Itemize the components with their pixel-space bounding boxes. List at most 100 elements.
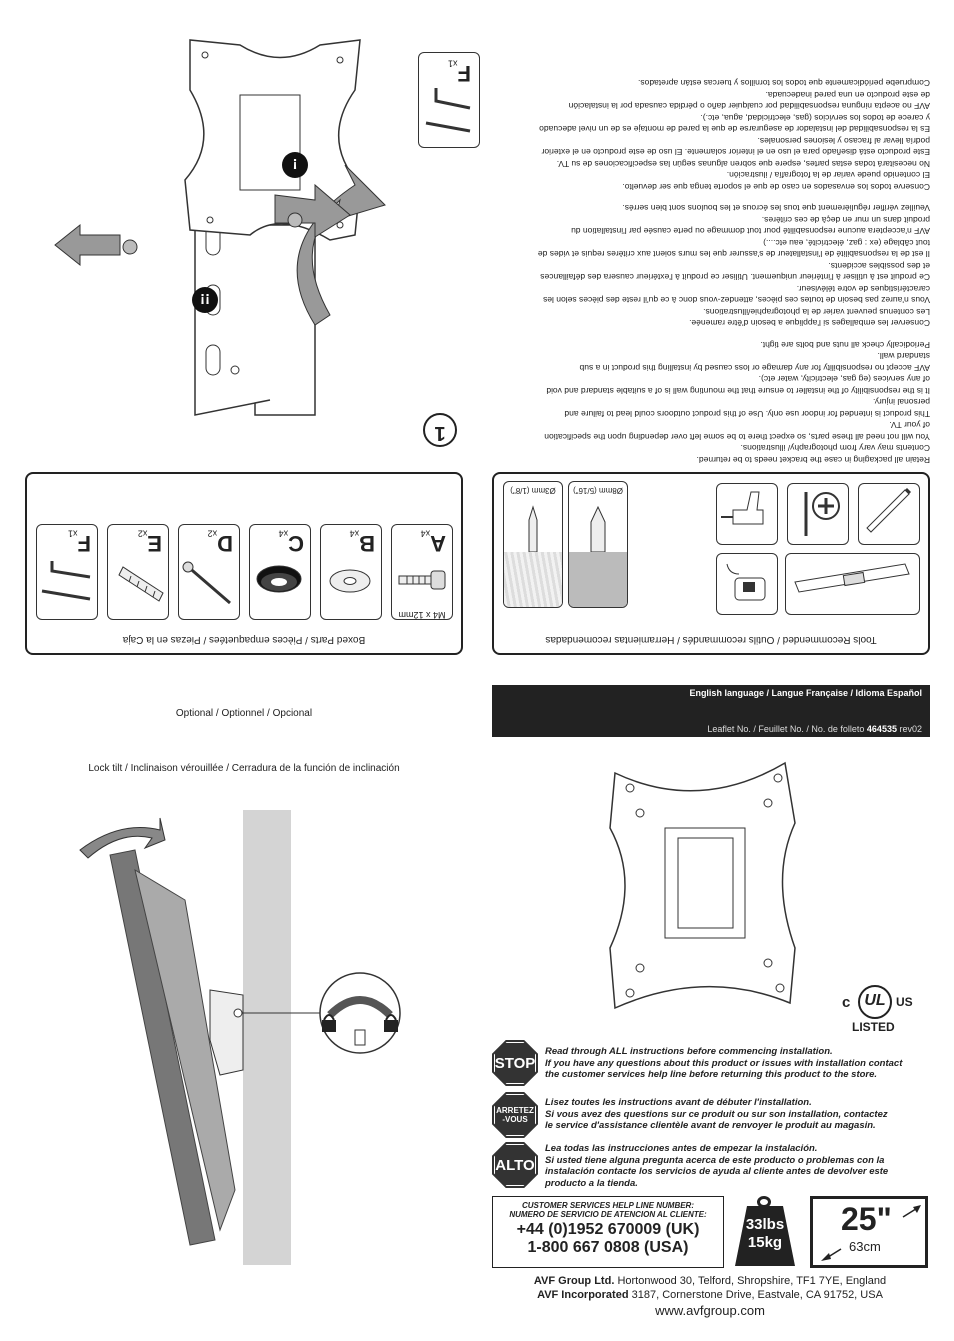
drill-bit-3mm-label: Ø3mm (1/8") bbox=[510, 486, 556, 495]
safety-french: Conserver les emballages si l'applique a… bbox=[492, 202, 930, 329]
safety-line: podría llevar al fracaso y lesiones pers… bbox=[757, 136, 930, 146]
part-B-tile: Bx4 bbox=[320, 524, 382, 620]
arretez-sign-text: ARRETEZ -VOUS bbox=[494, 1094, 536, 1136]
drill-bit-icon bbox=[528, 505, 538, 553]
part-letter: F bbox=[77, 531, 91, 557]
safety-line: Compruebe periódicamente que todos los t… bbox=[637, 78, 930, 89]
part-F-tile: Fx1 bbox=[36, 524, 98, 620]
leaflet-number: 464535 bbox=[866, 724, 897, 734]
safety-line: et des possibles accidents. bbox=[828, 261, 930, 271]
safety-line: Conserver les emballages si l'applique a… bbox=[689, 318, 930, 329]
svg-text:!!: !! bbox=[200, 290, 210, 307]
language-list: English language / Langue Française / Id… bbox=[689, 688, 922, 698]
company-uk-address: Hortonwood 30, Telford, Shropshire, TF1 … bbox=[617, 1275, 887, 1287]
part-qty: x4 bbox=[420, 529, 431, 539]
alto-sign-text: ALTO bbox=[494, 1144, 536, 1186]
company-us: AVF Incorporated 3187, Cornerstone Drive… bbox=[500, 1288, 920, 1302]
safety-spanish: Conserve todos los envasados en caso de … bbox=[492, 77, 930, 193]
warning-line: instalación contacte los servicios de ay… bbox=[545, 1166, 889, 1177]
warning-spanish: Lea todas las instrucciones antes de emp… bbox=[545, 1143, 935, 1189]
warning-line: Lisez toutes les instructions avant de d… bbox=[545, 1097, 812, 1108]
helpline-title-en: CUSTOMER SERVICES HELP LINE NUMBER: bbox=[521, 1201, 694, 1210]
safety-text-block: Retain all packaging in case the bracket… bbox=[492, 25, 930, 466]
ul-listed-mark: c UL US LISTED bbox=[842, 980, 922, 1035]
safety-line: Il est de la responsabilité de l'install… bbox=[537, 249, 930, 260]
screen-cm: 63cm bbox=[849, 1239, 881, 1254]
tools-panel: Tools Recommended / Outils recommandés /… bbox=[492, 472, 930, 655]
weight-kg: 15kg bbox=[747, 1234, 783, 1251]
safety-line: Ce produit est à utiliser à l'intérieur … bbox=[540, 272, 930, 283]
power-drill-icon bbox=[721, 491, 764, 525]
ul-listed: LISTED bbox=[852, 1020, 895, 1034]
fixing-set-letter: F bbox=[457, 61, 471, 87]
screwdriver-icon bbox=[804, 492, 840, 536]
bracket-assembly-diagram: !! ! bbox=[54, 39, 457, 447]
helpline-title-es: NUMERO DE SERVICIO DE ATENCION AL CLIENT… bbox=[509, 1210, 707, 1219]
helpline-uk-number: +44 (0)1952 670009 (UK) bbox=[516, 1221, 700, 1238]
spirit-level-icon bbox=[794, 563, 910, 593]
drill-bit-8mm-label: Ø8mm (5/16") bbox=[573, 486, 623, 495]
ul-circle: UL bbox=[858, 985, 892, 1019]
safety-line: Periodically check all nuts and bolts ar… bbox=[760, 340, 930, 350]
boxed-parts-title: Boxed Parts / Pièces empaquetées / Pieza… bbox=[122, 634, 366, 645]
warning-line: le service d'assistance clientèle avant … bbox=[545, 1120, 876, 1131]
wood-drill-bit-card: Ø3mm (1/8") bbox=[503, 481, 563, 608]
part-E-tile: Ex2 bbox=[107, 524, 169, 620]
company-uk: AVF Group Ltd. Hortonwood 30, Telford, S… bbox=[500, 1274, 920, 1288]
safety-line: Este producto está diseñado para el uso … bbox=[541, 147, 930, 158]
step-number: 1 bbox=[434, 422, 446, 444]
svg-text:!: ! bbox=[293, 155, 298, 172]
wall-detector-tool bbox=[716, 553, 778, 615]
spacer-icon bbox=[256, 565, 302, 593]
masonry-drill-bit-card: Ø8mm (5/16") bbox=[568, 481, 628, 608]
screen-size-box: 25" 63cm bbox=[810, 1196, 928, 1268]
part-qty: x1 bbox=[68, 529, 78, 539]
safety-line: Retain all packaging in case the bracket… bbox=[696, 455, 930, 465]
lock-tilt-diagram bbox=[79, 810, 401, 1265]
diagonal-arrow-icon bbox=[821, 1205, 921, 1261]
safety-line: AVF accept no responsibility for any dam… bbox=[579, 363, 930, 373]
wall-plug-icon bbox=[118, 566, 164, 602]
product-bracket-illustration bbox=[609, 761, 796, 1010]
part-spec: M4 x 12mm bbox=[398, 610, 446, 620]
safety-line: standard wall. bbox=[877, 351, 930, 362]
helpline-usa-number: 1-800 667 0808 (USA) bbox=[527, 1239, 689, 1256]
safety-english: Retain all packaging in case the bracket… bbox=[492, 339, 930, 465]
allen-key-icon bbox=[425, 88, 471, 133]
drill-bit-icon bbox=[590, 505, 606, 553]
leaflet-number-line: Leaflet No. / Feuillet No. / No. de foll… bbox=[707, 724, 922, 734]
safety-line: Conserve todos los envasados en caso de … bbox=[622, 182, 930, 192]
safety-line: AVF no acepta ninguna responsabilidad po… bbox=[568, 101, 930, 112]
company-website[interactable]: www.avfgroup.com bbox=[655, 1303, 765, 1318]
screen-inches: 25" bbox=[841, 1201, 892, 1237]
boxed-parts-panel: Boxed Parts / Pièces empaquetées / Pieza… bbox=[25, 472, 463, 655]
masonry-texture bbox=[569, 552, 627, 607]
warning-icon bbox=[282, 152, 308, 178]
part-letter: B bbox=[359, 531, 375, 557]
part-letter: D bbox=[217, 531, 233, 557]
safety-line: This product is intended for indoor use … bbox=[564, 409, 930, 419]
warning-line: producto a la tienda. bbox=[545, 1177, 638, 1189]
safety-line: Les contenus peuvent varier de la photog… bbox=[703, 307, 930, 317]
leaflet-prefix: Leaflet No. / Feuillet No. / No. de foll… bbox=[707, 724, 865, 734]
safety-line: It is the responsibility of the installe… bbox=[546, 386, 930, 396]
safety-line: produit dans un mur en deçà de ces critè… bbox=[761, 215, 930, 225]
fixing-set-card: Fx1 bbox=[418, 52, 480, 148]
allen-key-icon bbox=[41, 561, 91, 601]
safety-line: El contenido puede variar de la fotograf… bbox=[726, 170, 930, 181]
part-letter: C bbox=[288, 531, 304, 557]
stop-sign-text: STOP bbox=[494, 1042, 536, 1084]
weight-limit-icon: 33lbs 15kg bbox=[733, 1196, 798, 1268]
safety-line: Vous n'aurez pas besoin de toutes ces pi… bbox=[543, 295, 930, 306]
safety-line: No necesitará todas estas partes, espere… bbox=[556, 159, 930, 169]
part-qty: x2 bbox=[137, 529, 148, 539]
safety-line: You will not need all these parts, so ex… bbox=[544, 432, 930, 442]
step1-illustration: !! ! 1 Fx1 bbox=[25, 25, 480, 455]
ul-c: c bbox=[842, 994, 851, 1011]
leaflet-revision: rev02 bbox=[899, 724, 922, 734]
warning-line: If you have any questions about this pro… bbox=[545, 1057, 903, 1069]
warning-line: Si vous avez des questions sur ce produi… bbox=[545, 1108, 888, 1120]
safety-line: tout câblage (ex : gaz, électricité, eau… bbox=[763, 238, 930, 248]
step-number-circle bbox=[423, 413, 457, 447]
weight-lbs: 33lbs bbox=[745, 1216, 785, 1233]
